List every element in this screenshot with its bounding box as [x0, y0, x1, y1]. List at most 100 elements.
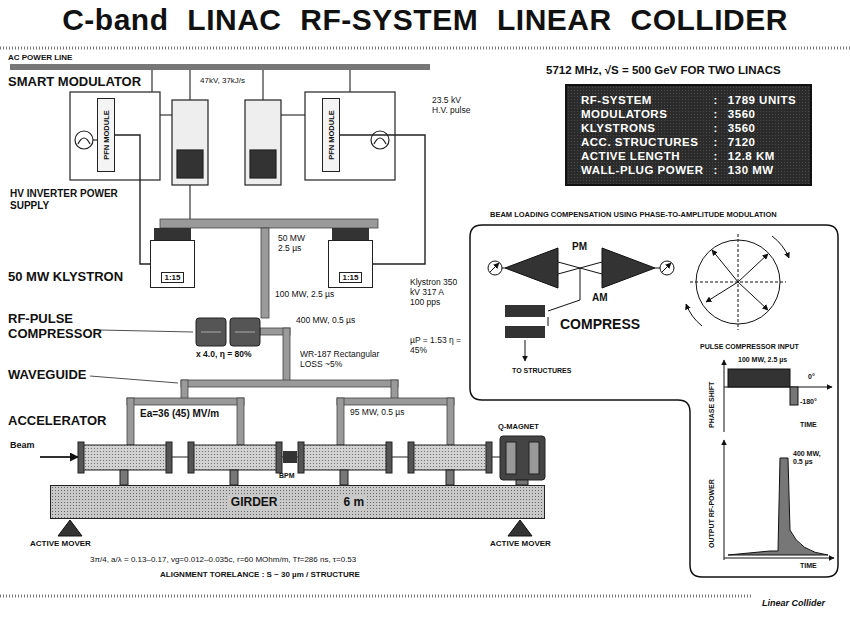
label: WR-187 Rectangular LOSS ~5%	[300, 350, 395, 370]
hv-inverter	[177, 150, 203, 178]
table-cell: :	[714, 122, 718, 134]
pulse-compressor	[196, 318, 226, 346]
label: TO STRUCTURES	[512, 367, 571, 375]
label: WAVEGUIDE	[8, 368, 87, 383]
phasor-diagram	[738, 254, 768, 282]
accelerating-structure	[78, 442, 492, 485]
table-cell: 7120	[728, 136, 796, 148]
waveguide-pipe	[127, 398, 134, 445]
pulse-transformer	[75, 131, 93, 149]
label: OUTPUT RF-POWER	[708, 479, 716, 548]
bpm	[283, 451, 297, 463]
label: x 4.0, η = 80%	[196, 350, 252, 360]
accelerating-structure	[78, 442, 84, 473]
label: PHASE SHIFT	[708, 382, 716, 428]
label: TIME	[800, 562, 817, 570]
waveguide-pipe	[237, 398, 244, 445]
active-mover	[508, 520, 532, 536]
pulse-compressor	[235, 332, 255, 333]
panel-heading: BEAM LOADING COMPENSATION USING PHASE-TO…	[490, 210, 777, 219]
spec-table: RF-SYSTEM:1789 UNITSMODULATORS:3560KLYST…	[565, 84, 812, 186]
modulator-housing	[70, 92, 395, 180]
label: 23.5 kV H.V. pulse	[432, 96, 477, 116]
label: Linear Collider	[762, 598, 825, 608]
label: 100 MW, 2.5 µs	[275, 290, 334, 300]
phase-shifter	[490, 263, 499, 272]
amplifier-symbol	[505, 248, 558, 288]
power-wire	[189, 185, 190, 219]
pulse-transformer	[371, 131, 389, 149]
leader-line	[90, 376, 178, 383]
table-cell: :	[714, 136, 718, 148]
hybrid-coupler	[505, 305, 545, 317]
box-label: GIRDER	[228, 495, 281, 509]
accelerating-structure	[386, 442, 392, 473]
phase-plot	[728, 369, 790, 387]
q-magnet	[500, 436, 545, 485]
table-cell: 130 MW	[728, 164, 796, 176]
hv-inverter	[172, 100, 281, 185]
waveguide-pipe	[447, 398, 454, 445]
pulse-transformer	[78, 138, 90, 144]
hv-inverter	[250, 150, 276, 178]
label: 50 MW KLYSTRON	[8, 270, 123, 285]
hv-inverter	[172, 100, 208, 185]
label: 3π/4, a/λ = 0.13–0.17, vg=0.012–0.035c, …	[90, 555, 356, 564]
waveguide-pipe	[181, 380, 398, 387]
accelerating-structure	[188, 442, 194, 473]
accelerating-structure	[80, 445, 170, 470]
accelerating-structure	[298, 442, 304, 473]
active-mover	[58, 520, 82, 536]
label: 0°	[808, 373, 815, 381]
beam-loading-panel: BEAM LOADING COMPENSATION USING PHASE-TO…	[470, 225, 838, 577]
label: Ea=36 (45) MV/m	[140, 408, 219, 420]
leader-line	[100, 330, 193, 332]
power-wire	[189, 70, 190, 100]
accelerating-structure	[486, 442, 492, 473]
accelerating-structure	[300, 445, 390, 470]
panel-outline	[470, 225, 838, 577]
table-cell: :	[714, 108, 718, 120]
rf-line	[502, 268, 505, 269]
pfn-module: PFN MODULE	[97, 98, 115, 172]
modulator-housing	[70, 92, 160, 180]
label: Beam	[10, 440, 35, 450]
waveguide-pipe	[160, 219, 378, 228]
rf-line	[548, 300, 580, 311]
label: RF-PULSE COMPRESSOR	[8, 312, 118, 342]
table-cell: RF-SYSTEM	[581, 94, 704, 106]
table-cell: MODULATORS	[581, 108, 704, 120]
pulse-transformer	[374, 138, 386, 144]
box-label: PFN MODULE	[102, 110, 111, 160]
waveguide-pipe	[127, 398, 244, 405]
waveguide-pipe	[337, 398, 344, 445]
accelerating-structure	[410, 445, 490, 470]
power-plot	[724, 558, 834, 559]
phasor-diagram	[686, 234, 789, 330]
accelerating-structure	[408, 442, 414, 473]
label: HV INVERTER POWER SUPPLY	[10, 188, 130, 211]
label: PM	[572, 241, 587, 253]
label: PULSE COMPRESSOR INPUT	[700, 343, 799, 351]
separator-line	[0, 595, 752, 598]
pulse-compressor	[230, 318, 260, 346]
label: BPM	[279, 472, 295, 480]
active-mover	[58, 520, 532, 536]
label: 400 MW, 0.5 µs	[793, 450, 831, 466]
ac-power-line	[10, 64, 430, 70]
phase-shifter	[488, 261, 674, 275]
girder: GIRDER6 m	[50, 485, 545, 519]
power-plot	[724, 440, 834, 560]
table-cell: 3560	[728, 108, 796, 120]
phase-shifter	[660, 261, 674, 275]
power-wire	[281, 114, 305, 115]
label: ALIGNMENT TORELANCE : S ~ 30 µm / STRUCT…	[160, 570, 360, 579]
phase-plot	[724, 360, 725, 432]
table-cell: WALL-PLUG POWER	[581, 164, 704, 176]
waveguide-pipe	[337, 398, 454, 405]
pfn-module: PFN MODULE	[322, 98, 340, 172]
title: C-band LINAC RF-SYSTEM LINEAR COLLIDER	[0, 3, 850, 37]
klystron: 1:15	[150, 240, 195, 288]
klystron-cap	[154, 228, 369, 240]
accelerating-structure	[190, 445, 280, 470]
